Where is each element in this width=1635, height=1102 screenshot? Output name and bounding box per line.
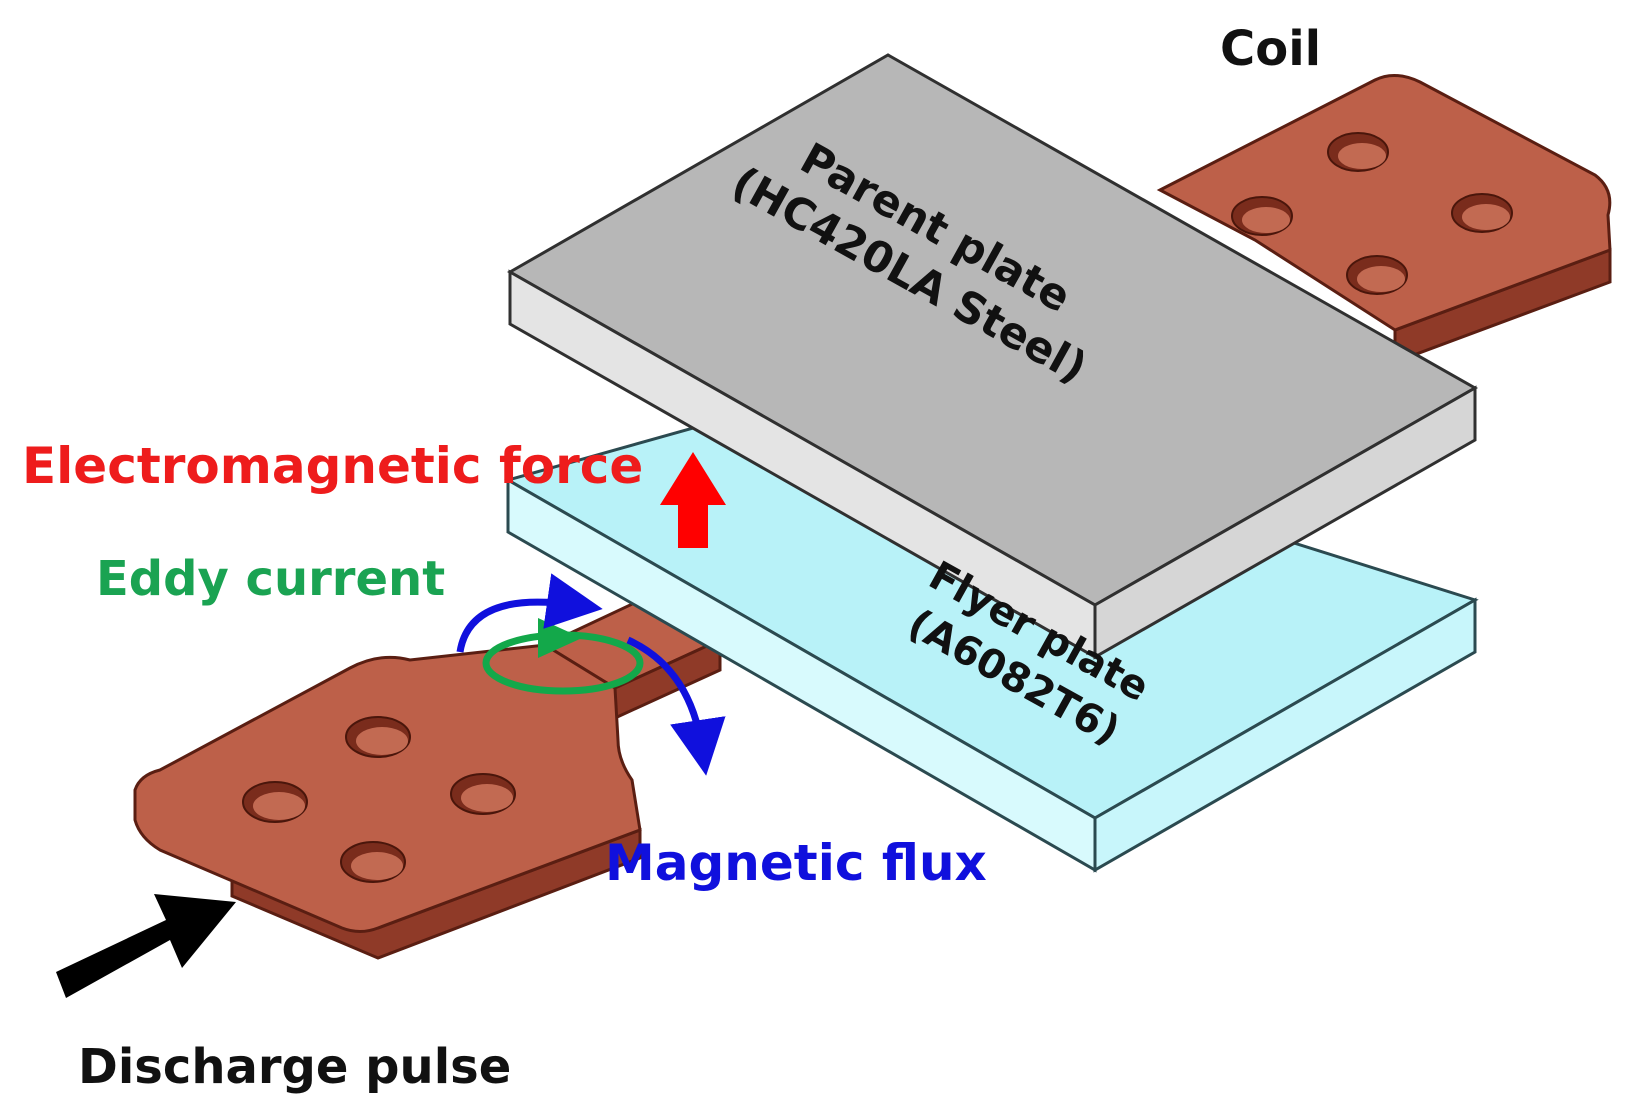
coil-back-holes [1231, 132, 1513, 295]
flyer-plate-right [1093, 597, 1477, 873]
eddy-current-label: Eddy current [96, 551, 445, 607]
coil-label: Coil [1220, 21, 1321, 77]
coil-back-top [1156, 74, 1612, 332]
coil-back-terminal [1156, 74, 1612, 365]
up-arrow-icon [660, 452, 726, 548]
coil-front-terminal [133, 643, 642, 960]
coil-front-holes [242, 716, 516, 883]
electromagnetic-force-label: Electromagnetic force [22, 437, 643, 495]
parent-plate [506, 53, 1479, 660]
curved-arrow-icon [456, 573, 726, 776]
magnetic-flux-label: Magnetic flux [605, 834, 987, 892]
diagonal-arrow-icon [56, 894, 236, 998]
coil-front-top [133, 643, 642, 933]
flyer-plate [504, 391, 1479, 873]
parent-plate-right [1093, 385, 1477, 660]
discharge-pulse-label: Discharge pulse [78, 1039, 511, 1095]
